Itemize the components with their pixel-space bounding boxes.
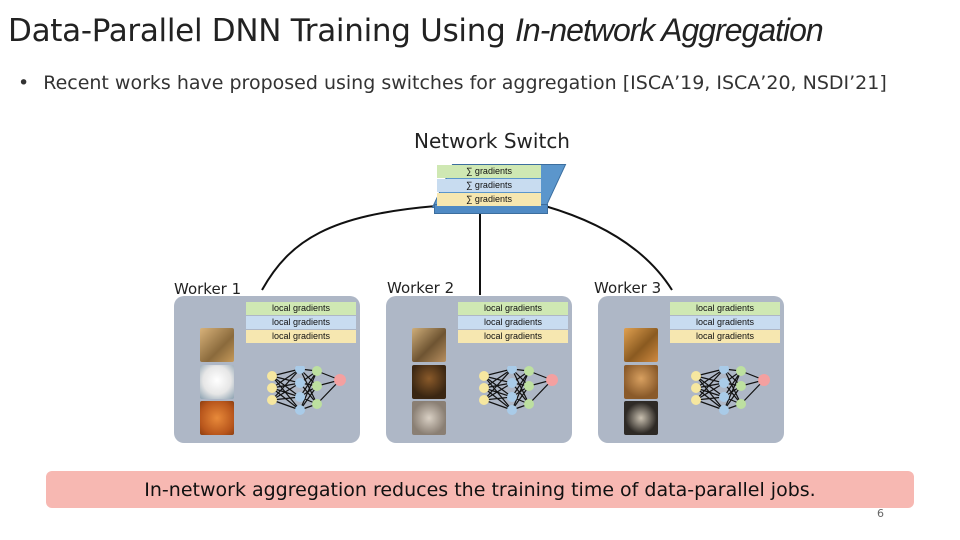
neural-network-icon — [691, 366, 770, 415]
local-gradient-row: local gradients — [670, 316, 780, 329]
worker-3-label: Worker 3 — [594, 279, 662, 297]
worker-1-panel: local gradients local gradients local gr… — [174, 296, 360, 443]
local-gradient-row: local gradients — [670, 302, 780, 315]
conclusion-banner: In-network aggregation reduces the train… — [46, 471, 914, 508]
switch-gradient-row: ∑ gradients — [437, 193, 541, 206]
network-switch: ∑ gradients ∑ gradients ∑ gradients — [431, 164, 567, 214]
page-number: 6 — [877, 507, 884, 520]
local-gradient-row: local gradients — [246, 330, 356, 343]
local-gradient-row: local gradients — [458, 316, 568, 329]
leopard-photo — [412, 328, 446, 362]
bullet-text: Recent works have proposed using switche… — [43, 72, 887, 94]
slide-title-main: Data-Parallel DNN Training Using — [8, 13, 516, 49]
local-gradient-row: local gradients — [458, 302, 568, 315]
bullet-point: • Recent works have proposed using switch… — [18, 72, 887, 94]
tiger-photo — [624, 328, 658, 362]
dog-photo — [200, 365, 234, 399]
conclusion-text: In-network aggregation reduces the train… — [144, 479, 816, 501]
local-gradient-row: local gradients — [670, 330, 780, 343]
dog-photo — [624, 365, 658, 399]
link-worker-1 — [261, 205, 437, 291]
switch-gradient-row: ∑ gradients — [437, 165, 541, 178]
worker-1-label: Worker 1 — [174, 280, 242, 298]
link-worker-3 — [544, 205, 673, 291]
dog-photo — [412, 365, 446, 399]
switch-label: Network Switch — [414, 129, 570, 153]
worker-2-label: Worker 2 — [387, 279, 455, 297]
cat-photo — [412, 401, 446, 435]
neural-network-icon — [479, 366, 558, 415]
local-gradient-row: local gradients — [246, 316, 356, 329]
switch-gradient-row: ∑ gradients — [437, 179, 541, 192]
slide-title-emphasis: In-network Aggregation — [515, 12, 824, 48]
worker-3-panel: local gradients local gradients local gr… — [598, 296, 784, 443]
slide-title: Data-Parallel DNN Training Using In-netw… — [8, 12, 824, 49]
local-gradient-row: local gradients — [246, 302, 356, 315]
cat-photo — [624, 401, 658, 435]
neural-network-icon — [267, 366, 346, 415]
worker-2-panel: local gradients local gradients local gr… — [386, 296, 572, 443]
cheetah-photo — [200, 328, 234, 362]
bullet-dot-icon: • — [18, 72, 30, 94]
local-gradient-row: local gradients — [458, 330, 568, 343]
cat-photo — [200, 401, 234, 435]
